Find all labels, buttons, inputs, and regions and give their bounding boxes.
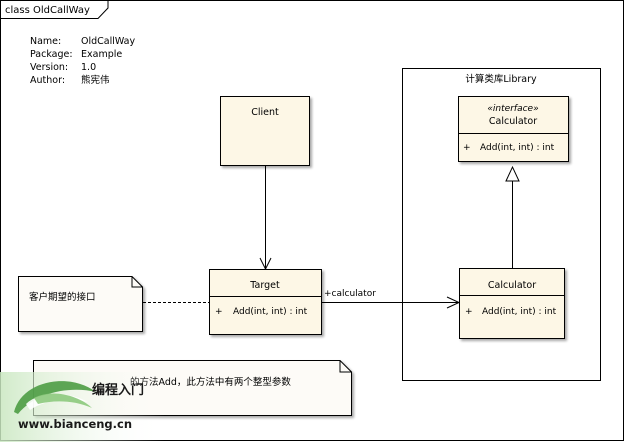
bottom-note-text: 的方法Add，此方法中有两个整型参数 [130, 376, 291, 388]
class-calculator-name: Calculator [488, 280, 536, 291]
meta-value-version: 1.0 [81, 62, 96, 73]
association-role-label: +calculator [324, 289, 376, 299]
interface-name: Calculator [489, 116, 537, 127]
calculator-operation-visibility: + [465, 307, 473, 317]
class-calculator[interactable] [459, 268, 565, 339]
watermark-backdrop [0, 372, 165, 442]
watermark-brand: 编程入门 [92, 382, 144, 398]
class-target[interactable] [209, 269, 322, 335]
frame-title: class OldCallWay [5, 5, 90, 16]
class-client-name: Client [251, 107, 279, 118]
meta-key-version: Version: [30, 62, 68, 73]
library-package: 计算类库Library [402, 68, 601, 381]
meta-key-author: Author: [30, 75, 65, 86]
meta-key-name: Name: [30, 36, 61, 47]
package-title: 计算类库Library [465, 73, 537, 85]
client-note[interactable] [18, 276, 143, 332]
calculator-operation: Add(int, int) : int [482, 307, 557, 317]
watermark-url: www.bianceng.cn [18, 417, 132, 431]
meta-value-author: 熊宪伟 [81, 74, 110, 86]
interface-calculator[interactable] [458, 96, 569, 162]
watermark-logo-icon [14, 381, 96, 414]
watermark: 编程入门 www.bianceng.cn [0, 372, 165, 442]
target-operation-visibility: + [215, 307, 223, 317]
interface-operation-visibility: + [463, 143, 471, 153]
meta-value-name: OldCallWay [81, 36, 135, 47]
meta-key-package: Package: [30, 49, 73, 60]
connectors [143, 165, 520, 309]
realization-triangle [505, 165, 520, 182]
meta-value-package: Example [81, 49, 122, 60]
interface-stereotype: «interface» [487, 104, 538, 114]
target-operation: Add(int, int) : int [233, 307, 308, 317]
class-target-name: Target [249, 280, 280, 291]
client-note-text: 客户期望的接口 [29, 291, 96, 303]
metadata-block: Name: OldCallWay Package: Example Versio… [30, 36, 135, 86]
class-client[interactable] [220, 96, 310, 166]
interface-operation: Add(int, int) : int [480, 143, 555, 153]
